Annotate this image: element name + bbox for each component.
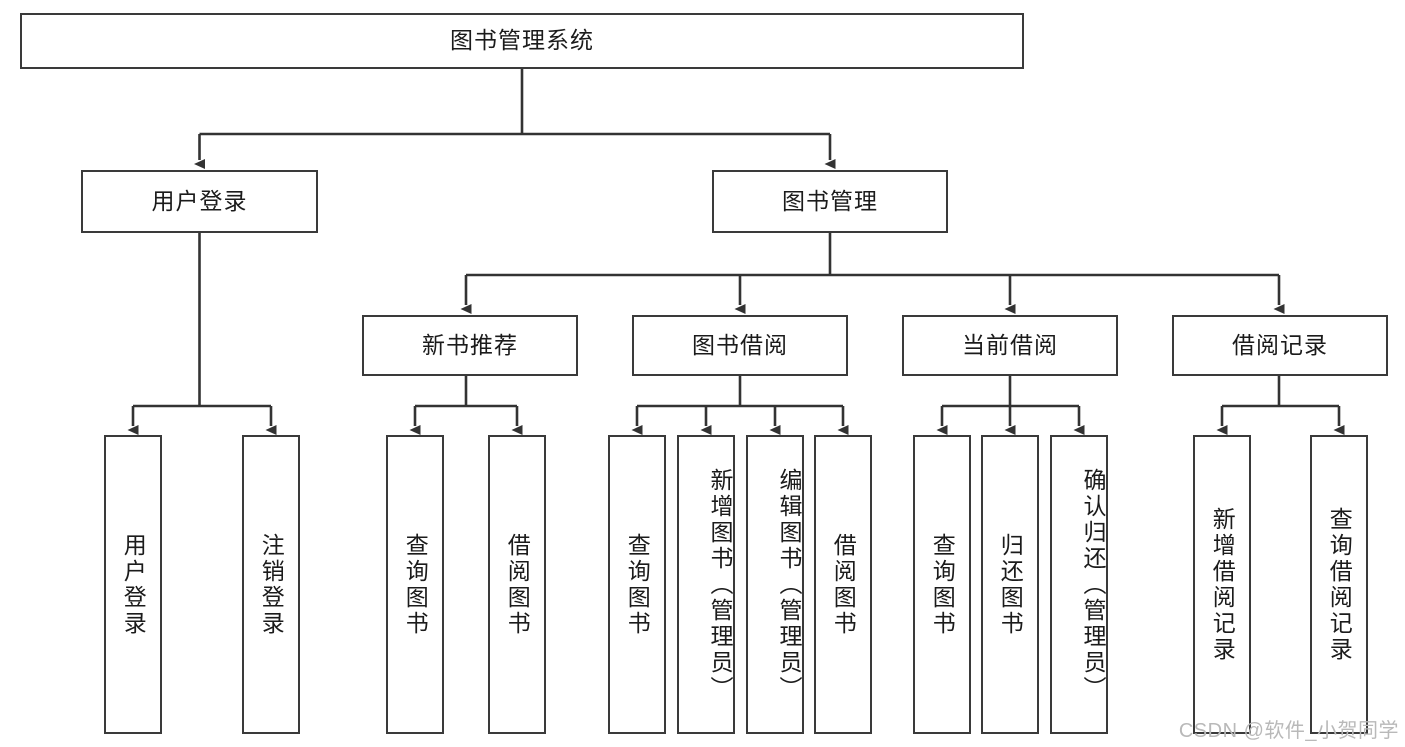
node-leaf-user-login-label: 用户登录 bbox=[120, 532, 147, 637]
node-leaf-edit-book[interactable]: 编辑图书（管理员） bbox=[746, 435, 804, 734]
node-leaf-confirm-return[interactable]: 确认归还（管理员） bbox=[1050, 435, 1108, 734]
node-leaf-query-book-2-label: 查询图书 bbox=[624, 532, 651, 637]
node-leaf-borrow-book-1-label: 借阅图书 bbox=[504, 532, 531, 637]
node-leaf-query-borrow-record[interactable]: 查询借阅记录 bbox=[1310, 435, 1368, 734]
node-leaf-return-book[interactable]: 归还图书 bbox=[981, 435, 1039, 734]
node-leaf-confirm-return-label: 确认归还（管理员） bbox=[1080, 467, 1106, 702]
node-book-manage[interactable]: 图书管理 bbox=[712, 170, 948, 233]
node-book-borrow[interactable]: 图书借阅 bbox=[632, 315, 848, 376]
node-leaf-add-book[interactable]: 新增图书（管理员） bbox=[677, 435, 735, 734]
node-user-login[interactable]: 用户登录 bbox=[81, 170, 318, 233]
node-borrow-record[interactable]: 借阅记录 bbox=[1172, 315, 1388, 376]
node-root-label: 图书管理系统 bbox=[450, 27, 594, 54]
node-leaf-query-book-1-label: 查询图书 bbox=[402, 532, 429, 637]
watermark: CSDN @软件_小贺同学 bbox=[1178, 720, 1399, 742]
node-new-book-rec-label: 新书推荐 bbox=[422, 331, 518, 358]
node-current-borrow[interactable]: 当前借阅 bbox=[902, 315, 1118, 376]
node-leaf-add-borrow-record-label: 新增借阅记录 bbox=[1209, 506, 1236, 663]
node-leaf-edit-book-label: 编辑图书（管理员） bbox=[776, 467, 802, 702]
node-leaf-borrow-book-2-label: 借阅图书 bbox=[830, 532, 857, 637]
node-leaf-query-borrow-record-label: 查询借阅记录 bbox=[1326, 506, 1353, 663]
node-leaf-query-book-3[interactable]: 查询图书 bbox=[913, 435, 971, 734]
node-root[interactable]: 图书管理系统 bbox=[20, 13, 1024, 69]
node-leaf-add-book-label: 新增图书（管理员） bbox=[707, 467, 733, 702]
node-current-borrow-label: 当前借阅 bbox=[962, 331, 1058, 358]
node-leaf-return-book-label: 归还图书 bbox=[997, 532, 1024, 637]
node-book-manage-label: 图书管理 bbox=[782, 187, 878, 214]
node-leaf-borrow-book-1[interactable]: 借阅图书 bbox=[488, 435, 546, 734]
node-leaf-query-book-3-label: 查询图书 bbox=[929, 532, 956, 637]
node-leaf-query-book-2[interactable]: 查询图书 bbox=[608, 435, 666, 734]
node-leaf-query-book-1[interactable]: 查询图书 bbox=[386, 435, 444, 734]
node-leaf-logout[interactable]: 注销登录 bbox=[242, 435, 300, 734]
node-new-book-rec[interactable]: 新书推荐 bbox=[362, 315, 578, 376]
node-user-login-label: 用户登录 bbox=[151, 187, 248, 214]
node-leaf-borrow-book-2[interactable]: 借阅图书 bbox=[814, 435, 872, 734]
node-leaf-user-login[interactable]: 用户登录 bbox=[104, 435, 162, 734]
node-book-borrow-label: 图书借阅 bbox=[692, 331, 788, 358]
node-leaf-add-borrow-record[interactable]: 新增借阅记录 bbox=[1193, 435, 1251, 734]
node-borrow-record-label: 借阅记录 bbox=[1232, 331, 1328, 358]
node-leaf-logout-label: 注销登录 bbox=[258, 532, 285, 637]
